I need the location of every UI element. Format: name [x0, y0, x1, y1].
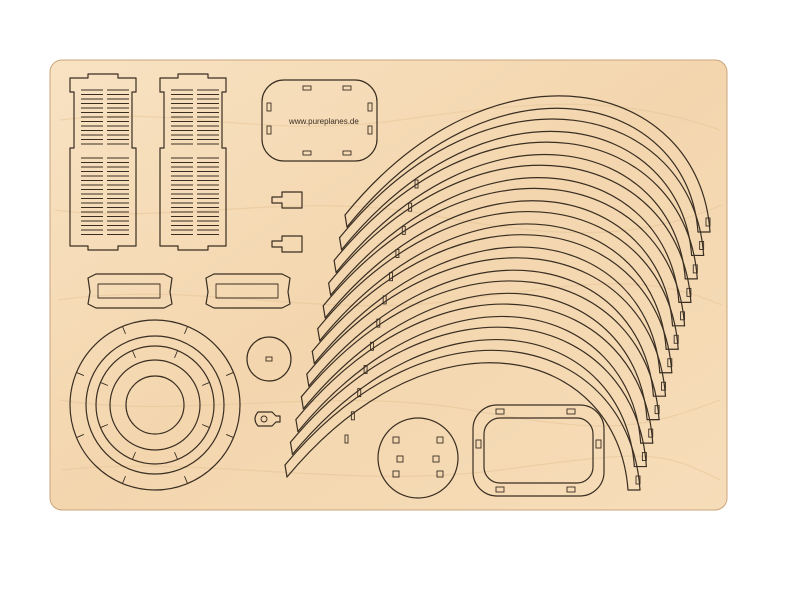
arch-rib [289, 326, 647, 468]
ring-notch [174, 350, 178, 359]
side-panel-left [69, 73, 137, 251]
ring-outer [69, 319, 241, 491]
key-piece [254, 411, 281, 427]
ring-notch [174, 451, 178, 460]
ring-notch [100, 382, 109, 386]
arch-rib [300, 280, 660, 421]
ring-notch [201, 382, 210, 386]
side-panel-right [159, 73, 227, 251]
arch-rib [306, 257, 667, 397]
ring-notch [201, 424, 210, 428]
ring-notch [122, 326, 126, 335]
ring-notch [122, 475, 126, 484]
ring-notch [132, 350, 136, 359]
ring-notch [100, 424, 109, 428]
wood-grain [54, 103, 723, 481]
ring-notch [225, 372, 234, 376]
small-tab-piece-1 [271, 191, 303, 209]
rounded-frame [472, 404, 605, 497]
small-disc [246, 336, 292, 382]
ring-notch [76, 372, 85, 376]
arch-ribs [284, 95, 711, 491]
ring-middle [95, 345, 215, 465]
ring-inner-disc [125, 375, 185, 435]
arch-rib [284, 349, 641, 491]
arch-rib [295, 303, 654, 444]
bracket-strip-left [87, 273, 173, 309]
round-lid [377, 417, 459, 499]
ring-notches [76, 326, 234, 484]
ring-notch [132, 451, 136, 460]
ring-notch [184, 475, 188, 484]
ring-notch [225, 434, 234, 438]
plywood-board [49, 59, 728, 511]
arch-rib [338, 118, 705, 257]
panel-slat-slots [81, 89, 219, 235]
engraving-text: www.pureplanes.de [288, 117, 359, 126]
small-tab-piece-2 [271, 235, 303, 253]
ring-notch [184, 326, 188, 335]
bracket-strip-right [205, 273, 291, 309]
ring-notch [76, 434, 85, 438]
arch-rib [328, 164, 692, 303]
engraved-top-plate: www.pureplanes.de [261, 79, 378, 162]
arch-rib [344, 95, 711, 233]
